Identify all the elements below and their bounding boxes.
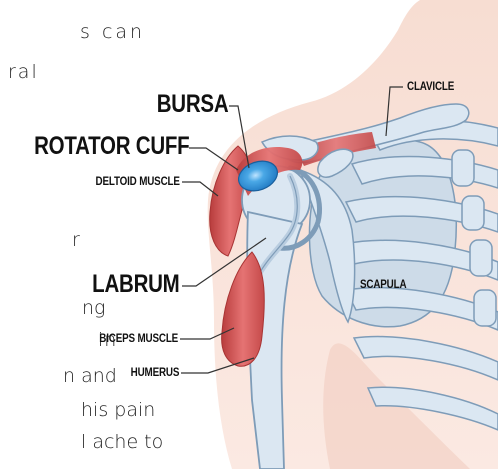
label-humerus: HUMERUS bbox=[130, 365, 179, 379]
label-rotator-cuff: ROTATOR CUFF bbox=[34, 132, 189, 161]
label-deltoid-muscle: DELTOID MUSCLE bbox=[96, 174, 180, 188]
label-biceps-muscle: BICEPS MUSCLE bbox=[99, 331, 178, 345]
label-bursa: BURSA bbox=[156, 90, 228, 119]
label-clavicle: CLAVICLE bbox=[407, 79, 454, 93]
label-labrum: LABRUM bbox=[93, 270, 180, 299]
label-scapula: SCAPULA bbox=[360, 277, 406, 291]
